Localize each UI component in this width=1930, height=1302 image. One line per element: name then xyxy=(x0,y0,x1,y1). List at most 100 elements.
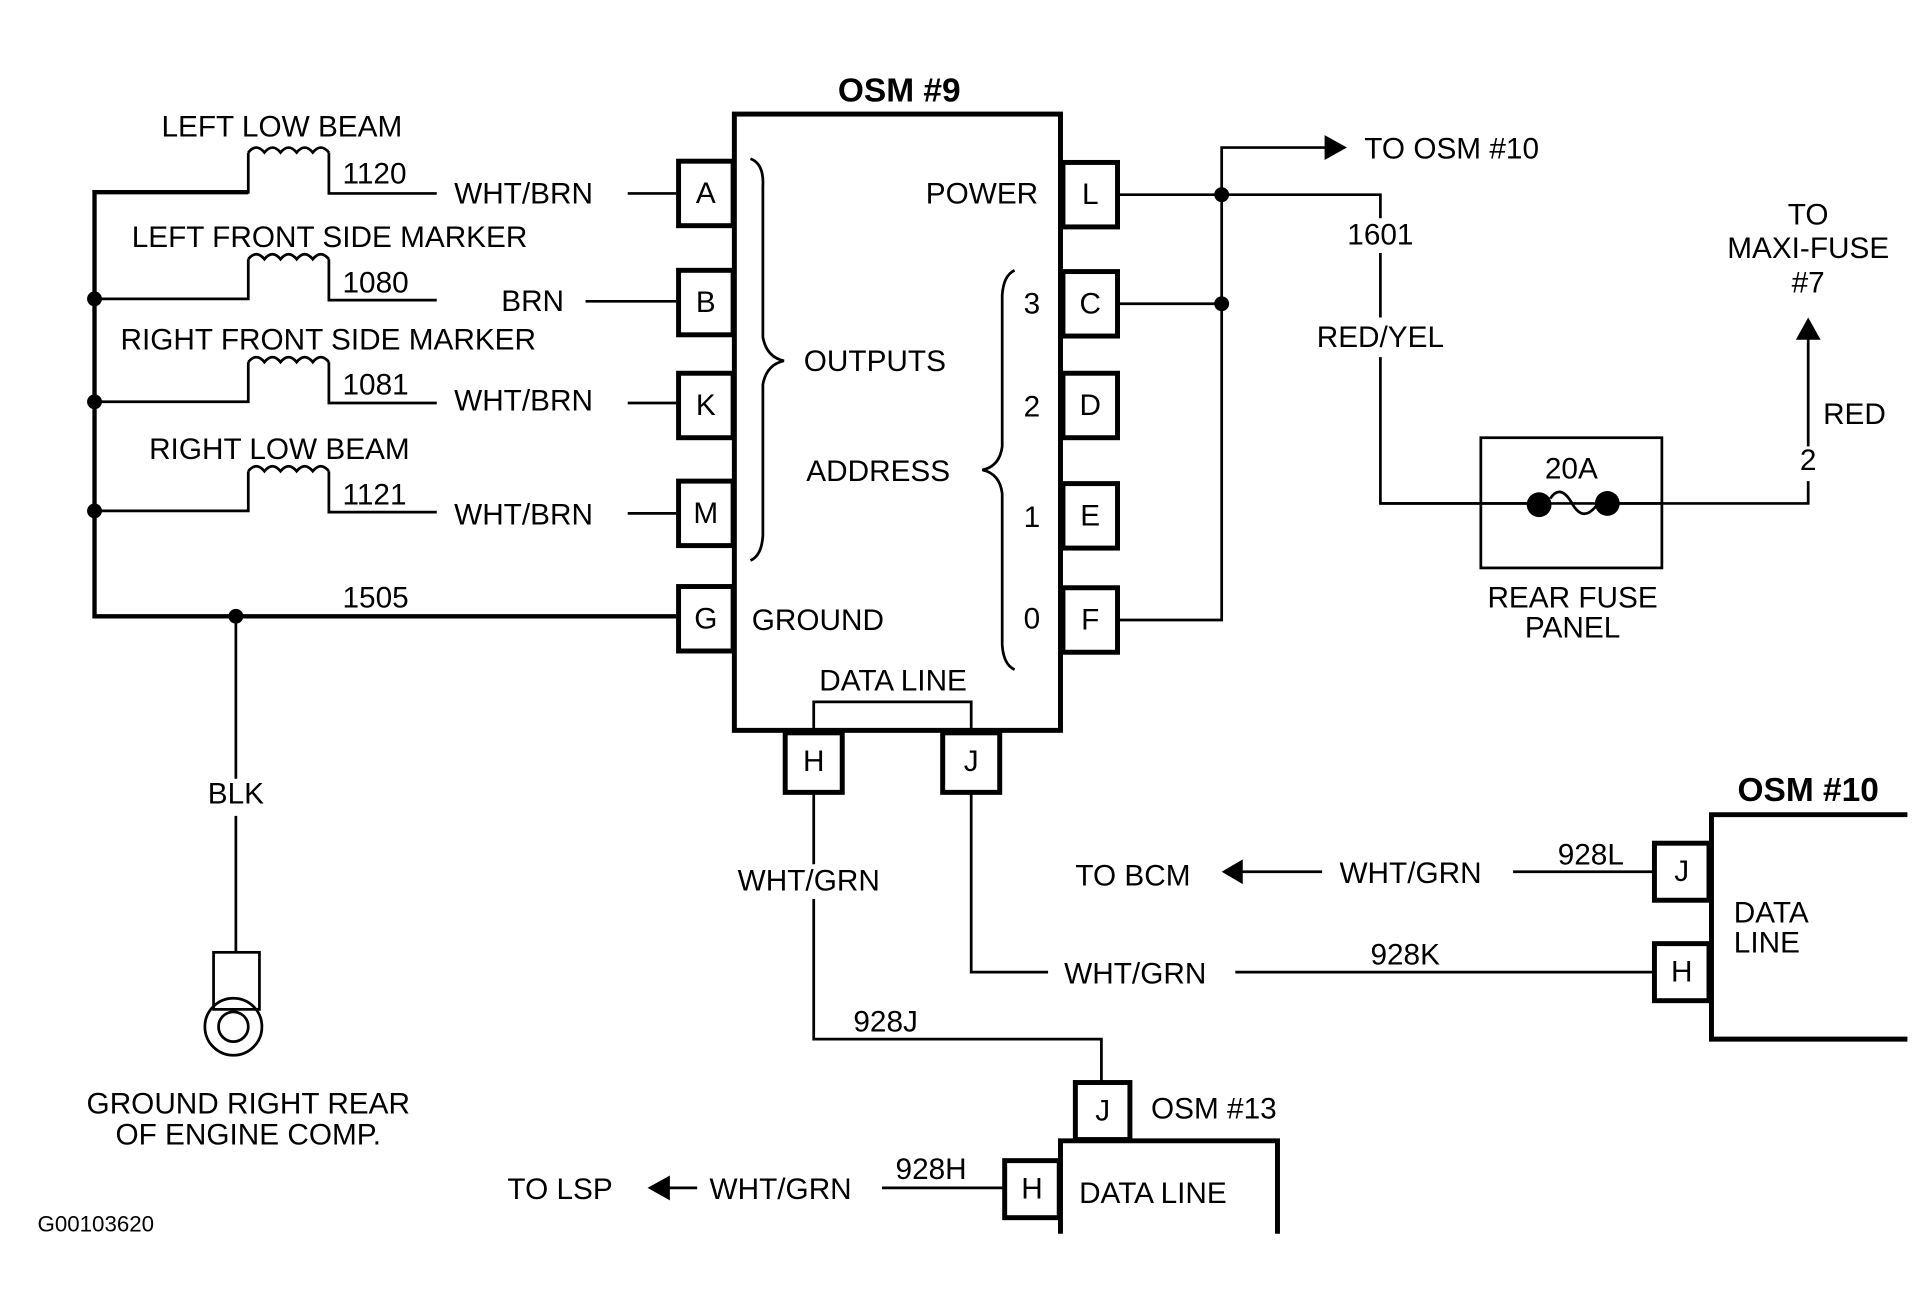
splice-dot xyxy=(1214,296,1230,312)
osm9-pin-k xyxy=(676,370,736,441)
ground-bus xyxy=(87,190,677,953)
osm9-pin-c xyxy=(1060,269,1120,339)
address-bit: 3 xyxy=(1024,288,1041,321)
maxi-fuse-label: #7 xyxy=(1792,267,1825,300)
pin-label: K xyxy=(696,389,716,422)
pin-label: H xyxy=(1671,956,1693,989)
address-brace xyxy=(982,269,1016,671)
wire-color-label: WHT/GRN xyxy=(710,1173,852,1206)
to-osm10-label: TO OSM #10 xyxy=(1364,133,1539,166)
osm10-pin-j xyxy=(1651,840,1712,903)
circuit-number: 2 xyxy=(1800,444,1817,477)
ground-label: GROUND xyxy=(752,604,884,637)
osm9-pin-j-data xyxy=(940,730,1003,795)
circuit-number: 1080 xyxy=(343,267,409,300)
fuse-panel-label: PANEL xyxy=(1525,611,1620,644)
osm13-title: OSM #13 xyxy=(1151,1092,1277,1125)
circuit-number: 928K xyxy=(1370,939,1440,972)
maxi-fuse-label: TO xyxy=(1788,198,1829,231)
osm9-pin-b xyxy=(676,267,736,338)
wire-color-label: WHT/GRN xyxy=(1339,857,1481,890)
maxi-fuse-label: MAXI-FUSE xyxy=(1727,232,1889,265)
pin-label: B xyxy=(696,286,716,319)
wire-color-label: WHT/GRN xyxy=(1064,957,1206,990)
osm9-pin-m xyxy=(676,478,736,549)
wire-color-label: WHT/GRN xyxy=(738,864,880,897)
fuse-rating: 20A xyxy=(1545,453,1598,486)
osm9-pin-d xyxy=(1060,370,1120,441)
pin-label: M xyxy=(693,497,718,530)
wire-color-label: WHT/BRN xyxy=(454,384,593,417)
splice-dot xyxy=(228,608,244,624)
diagram-id: G00103620 xyxy=(37,1211,154,1236)
osm10-data-line-label: LINE xyxy=(1734,926,1800,959)
pin-label: G xyxy=(694,602,717,635)
wire-color-label: WHT/BRN xyxy=(454,177,593,210)
data-line-label: DATA LINE xyxy=(819,665,967,698)
pin-label: J xyxy=(1674,855,1689,888)
wire-color-label: RED xyxy=(1823,398,1886,431)
wire-color-label: BLK xyxy=(208,778,264,811)
circuit-number: 1601 xyxy=(1347,218,1413,251)
osm13-pin-j xyxy=(1072,1080,1133,1143)
outputs-label: OUTPUTS xyxy=(804,345,946,378)
pin-label: H xyxy=(803,745,825,778)
circuit-number: 1081 xyxy=(343,368,409,401)
lamp-filament-icon xyxy=(94,252,437,302)
pin-label: C xyxy=(1079,287,1101,320)
osm9-pin-l xyxy=(1060,159,1120,230)
circuit-number: 928L xyxy=(1558,838,1624,871)
osm10-title: OSM #10 xyxy=(1738,772,1879,809)
power-label: POWER xyxy=(926,177,1038,210)
outputs-brace xyxy=(749,157,785,562)
osm9-pin-f xyxy=(1060,585,1120,655)
osm13-data-line-label: DATA LINE xyxy=(1079,1177,1227,1210)
circuit-number: 1505 xyxy=(343,582,409,615)
wire-color-label: RED/YEL xyxy=(1317,321,1444,354)
pin-label: D xyxy=(1079,389,1101,422)
arrow-up-icon xyxy=(1795,317,1821,340)
ground-location-label: OF ENGINE COMP. xyxy=(115,1119,381,1152)
osm9-pin-g xyxy=(676,584,736,654)
osm9-pin-h-data xyxy=(782,730,845,795)
lamp-title: RIGHT LOW BEAM xyxy=(149,433,410,466)
lamp-filament-icon xyxy=(94,464,437,514)
osm9-pin-a xyxy=(676,158,736,229)
address-bit: 2 xyxy=(1024,391,1041,424)
wire-color-label: BRN xyxy=(501,285,564,318)
pin-label: L xyxy=(1082,178,1099,211)
osm10-module xyxy=(1709,812,1908,1042)
osm13-pin-h xyxy=(1002,1158,1062,1221)
fuse-panel-label: REAR FUSE xyxy=(1487,582,1657,615)
ground-location-label: GROUND RIGHT REAR xyxy=(87,1088,410,1121)
wire-color-label: WHT/BRN xyxy=(454,499,593,532)
ground-eyelet-icon xyxy=(203,950,264,1057)
splice-dot xyxy=(1214,187,1230,203)
circuit-number: 928J xyxy=(853,1006,918,1039)
pin-label: J xyxy=(1095,1095,1110,1128)
lamp-group xyxy=(94,146,437,514)
address-bit: 1 xyxy=(1024,501,1041,534)
circuit-number: 1120 xyxy=(343,158,407,191)
arrow-left-icon xyxy=(1221,859,1243,885)
lamp-filament-icon xyxy=(94,355,437,405)
arrow-right-icon xyxy=(1324,135,1347,160)
circuit-number: 928H xyxy=(896,1153,967,1186)
osm9-pin-e xyxy=(1060,481,1120,551)
osm10-pin-h xyxy=(1651,941,1712,1004)
pin-label: H xyxy=(1021,1173,1042,1206)
address-bit: 0 xyxy=(1024,603,1041,636)
address-label: ADDRESS xyxy=(806,455,950,488)
pin-label: E xyxy=(1080,499,1100,532)
osm10-data-line-label: DATA xyxy=(1734,897,1809,930)
arrow-left-icon xyxy=(647,1175,670,1201)
pin-label: J xyxy=(964,745,979,778)
circuit-number: 1121 xyxy=(343,479,407,512)
fuse-icon xyxy=(1526,490,1620,518)
lamp-filament-icon xyxy=(94,146,437,195)
pin-label: F xyxy=(1081,604,1099,637)
lamp-title: RIGHT FRONT SIDE MARKER xyxy=(121,324,536,357)
osm9-title: OSM #9 xyxy=(838,73,961,110)
